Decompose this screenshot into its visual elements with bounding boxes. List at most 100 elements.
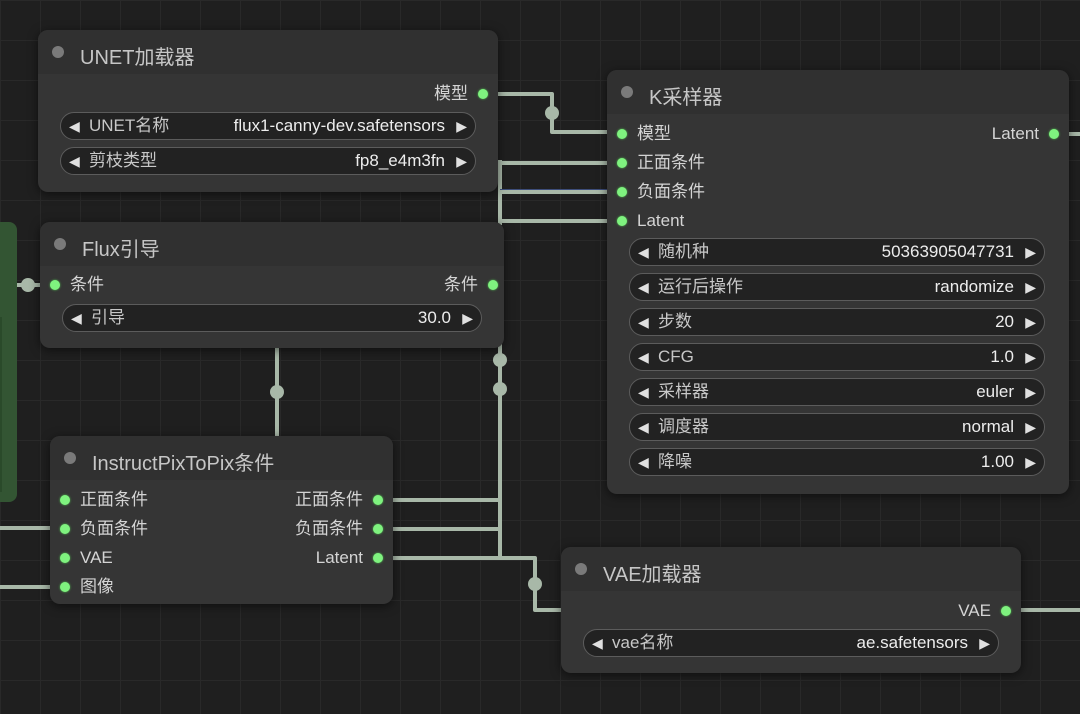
- input-label: 负面条件: [80, 519, 148, 538]
- widget-label: UNET名称: [89, 116, 170, 135]
- node-flux-guidance[interactable]: Flux引导 条件 条件 ◀ 引导 30.0 ▶: [40, 222, 504, 348]
- input-latent[interactable]: Latent: [615, 210, 684, 232]
- arrow-right-icon[interactable]: ▶: [1025, 419, 1036, 435]
- output-slot-icon[interactable]: [373, 553, 383, 563]
- input-slot-icon[interactable]: [617, 158, 627, 168]
- input-vae[interactable]: VAE: [58, 547, 113, 569]
- collapse-dot-icon[interactable]: [621, 86, 633, 98]
- widget-label: 运行后操作: [658, 277, 743, 296]
- output-slot-icon[interactable]: [373, 495, 383, 505]
- input-conditioning[interactable]: 条件: [48, 274, 104, 296]
- widget-scheduler[interactable]: ◀ 调度器 normal ▶: [629, 413, 1045, 441]
- input-positive[interactable]: 正面条件: [58, 489, 148, 511]
- input-model[interactable]: 模型: [615, 123, 671, 145]
- output-slot-icon[interactable]: [1001, 606, 1011, 616]
- output-latent[interactable]: Latent: [992, 123, 1061, 145]
- input-slot-icon[interactable]: [60, 495, 70, 505]
- widget-unet-name[interactable]: ◀ UNET名称 flux1-canny-dev.safetensors ▶: [60, 112, 476, 140]
- arrow-right-icon[interactable]: ▶: [1025, 384, 1036, 400]
- wire-ip2p-positive: [382, 330, 502, 502]
- widget-value: 50363905047731: [881, 242, 1014, 261]
- arrow-left-icon[interactable]: ◀: [69, 118, 80, 134]
- widget-value: 20: [995, 312, 1014, 331]
- arrow-right-icon[interactable]: ▶: [1025, 314, 1036, 330]
- input-label: VAE: [80, 548, 113, 567]
- node-header[interactable]: InstructPixToPix条件: [50, 436, 393, 480]
- input-slot-icon[interactable]: [60, 524, 70, 534]
- arrow-right-icon[interactable]: ▶: [979, 635, 990, 651]
- collapse-dot-icon[interactable]: [575, 563, 587, 575]
- output-slot-icon[interactable]: [488, 280, 498, 290]
- arrow-left-icon[interactable]: ◀: [638, 419, 649, 435]
- node-ksampler[interactable]: K采样器 模型 Latent 正面条件 负面条件 Latent ◀ 随机种 50…: [607, 70, 1069, 494]
- node-instructpix2pix[interactable]: InstructPixToPix条件 正面条件 负面条件 VAE 图像 正面条件…: [50, 436, 393, 604]
- input-slot-icon[interactable]: [617, 187, 627, 197]
- reroute-dot: [21, 278, 35, 292]
- output-negative[interactable]: 负面条件: [295, 518, 385, 540]
- widget-value: 1.00: [980, 452, 1014, 471]
- input-slot-icon[interactable]: [617, 216, 627, 226]
- widget-control-after-generate[interactable]: ◀ 运行后操作 randomize ▶: [629, 273, 1045, 301]
- output-model[interactable]: 模型: [434, 83, 490, 105]
- partial-group-node[interactable]: [0, 222, 17, 502]
- arrow-left-icon[interactable]: ◀: [638, 314, 649, 330]
- node-title: K采样器: [649, 87, 723, 109]
- arrow-left-icon[interactable]: ◀: [638, 244, 649, 260]
- output-vae[interactable]: VAE: [958, 600, 1013, 622]
- widget-steps[interactable]: ◀ 步数 20 ▶: [629, 308, 1045, 336]
- output-slot-icon[interactable]: [1049, 129, 1059, 139]
- input-negative[interactable]: 负面条件: [615, 181, 705, 203]
- widget-denoise[interactable]: ◀ 降噪 1.00 ▶: [629, 448, 1045, 476]
- widget-sampler-name[interactable]: ◀ 采样器 euler ▶: [629, 378, 1045, 406]
- output-slot-icon[interactable]: [373, 524, 383, 534]
- output-label: 条件: [444, 275, 478, 294]
- node-header[interactable]: VAE加载器: [561, 547, 1021, 591]
- output-positive[interactable]: 正面条件: [295, 489, 385, 511]
- collapse-dot-icon[interactable]: [52, 46, 64, 58]
- input-slot-icon[interactable]: [50, 280, 60, 290]
- input-label: 模型: [637, 124, 671, 143]
- arrow-right-icon[interactable]: ▶: [1025, 349, 1036, 365]
- widget-label: 采样器: [658, 382, 709, 401]
- widget-value: ae.safetensors: [856, 633, 968, 652]
- input-positive[interactable]: 正面条件: [615, 152, 705, 174]
- arrow-right-icon[interactable]: ▶: [1025, 454, 1036, 470]
- widget-seed[interactable]: ◀ 随机种 50363905047731 ▶: [629, 238, 1045, 266]
- node-vae-loader[interactable]: VAE加载器 VAE ◀ vae名称 ae.safetensors ▶: [561, 547, 1021, 673]
- arrow-left-icon[interactable]: ◀: [638, 279, 649, 295]
- node-header[interactable]: K采样器: [607, 70, 1069, 114]
- arrow-left-icon[interactable]: ◀: [638, 454, 649, 470]
- input-slot-icon[interactable]: [617, 129, 627, 139]
- output-conditioning[interactable]: 条件: [444, 274, 500, 296]
- arrow-right-icon[interactable]: ▶: [456, 118, 467, 134]
- arrow-right-icon[interactable]: ▶: [1025, 244, 1036, 260]
- input-negative[interactable]: 负面条件: [58, 518, 148, 540]
- widget-cfg[interactable]: ◀ CFG 1.0 ▶: [629, 343, 1045, 371]
- arrow-left-icon[interactable]: ◀: [69, 153, 80, 169]
- input-label: Latent: [637, 211, 685, 230]
- arrow-left-icon[interactable]: ◀: [71, 310, 82, 326]
- input-label: 图像: [80, 577, 114, 596]
- node-unet-loader[interactable]: UNET加载器 模型 ◀ UNET名称 flux1-canny-dev.safe…: [38, 30, 498, 192]
- input-slot-icon[interactable]: [60, 582, 70, 592]
- arrow-right-icon[interactable]: ▶: [462, 310, 473, 326]
- widget-vae-name[interactable]: ◀ vae名称 ae.safetensors ▶: [583, 629, 999, 657]
- arrow-right-icon[interactable]: ▶: [456, 153, 467, 169]
- input-label: 条件: [70, 275, 104, 294]
- widget-guidance[interactable]: ◀ 引导 30.0 ▶: [62, 304, 482, 332]
- arrow-left-icon[interactable]: ◀: [638, 384, 649, 400]
- arrow-left-icon[interactable]: ◀: [592, 635, 603, 651]
- node-header[interactable]: UNET加载器: [38, 30, 498, 74]
- output-slot-icon[interactable]: [478, 89, 488, 99]
- output-latent[interactable]: Latent: [316, 547, 385, 569]
- input-image[interactable]: 图像: [58, 576, 114, 598]
- arrow-right-icon[interactable]: ▶: [1025, 279, 1036, 295]
- arrow-left-icon[interactable]: ◀: [638, 349, 649, 365]
- node-header[interactable]: Flux引导: [40, 222, 504, 266]
- collapse-dot-icon[interactable]: [64, 452, 76, 464]
- widget-label: vae名称: [612, 633, 674, 652]
- collapse-dot-icon[interactable]: [54, 238, 66, 250]
- input-slot-icon[interactable]: [60, 553, 70, 563]
- widget-weight-dtype[interactable]: ◀ 剪枝类型 fp8_e4m3fn ▶: [60, 147, 476, 175]
- reroute-dot: [528, 577, 542, 591]
